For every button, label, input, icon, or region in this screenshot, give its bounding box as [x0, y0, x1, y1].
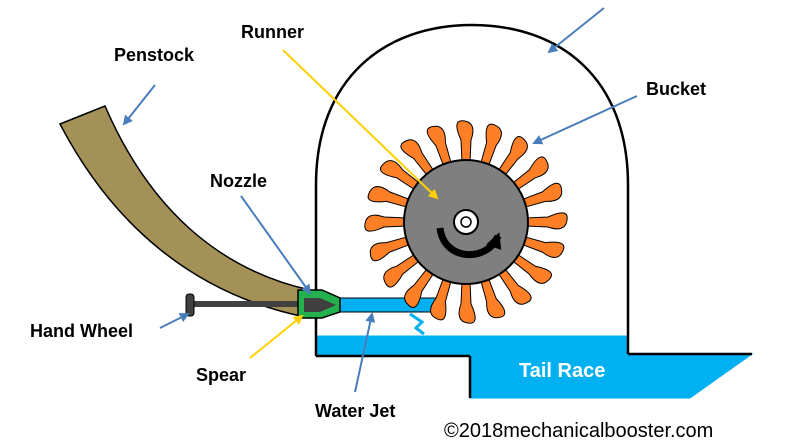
bucket	[511, 253, 552, 284]
bucket	[367, 186, 411, 208]
turbine-casing	[314, 23, 752, 398]
water-splash	[409, 312, 425, 336]
bucket	[511, 156, 549, 191]
rotation-arrow	[436, 227, 502, 259]
bucket	[521, 236, 565, 258]
runner-hub-hole	[460, 216, 472, 228]
tail-race-label: Tail Race	[519, 360, 605, 382]
bucket	[480, 123, 502, 167]
copyright-text: ©2018mechanicalbooster.com	[444, 420, 713, 442]
spear-pointer	[249, 314, 304, 359]
water-jet	[337, 297, 439, 313]
bucket	[525, 212, 568, 230]
water-jet-pointer	[354, 312, 376, 393]
runner-label: Runner	[241, 22, 304, 42]
bucket	[521, 182, 563, 208]
bucket	[458, 281, 476, 324]
hand-wheel	[185, 293, 195, 317]
bucket	[497, 267, 532, 305]
bucket	[383, 253, 421, 288]
penstock-pipe	[58, 105, 311, 319]
bucket	[400, 139, 435, 177]
bucket	[364, 214, 407, 232]
hand-wheel-pointer	[159, 313, 190, 329]
penstock-label: Penstock	[114, 45, 195, 65]
bucket-label: Bucket	[646, 79, 706, 99]
spear-tip	[304, 298, 336, 312]
penstock-pointer	[122, 84, 156, 126]
bucket	[497, 136, 528, 177]
bucket	[430, 277, 452, 321]
bucket	[380, 160, 421, 191]
spear-label: Spear	[196, 365, 246, 385]
bucket	[456, 120, 474, 163]
bucket	[404, 267, 435, 308]
hand-wheel-label: Hand Wheel	[30, 321, 133, 341]
bucket	[369, 236, 411, 262]
buckets-group	[364, 120, 568, 324]
bucket	[426, 125, 452, 167]
runner-pointer	[282, 49, 439, 200]
bucket-pointer	[532, 95, 638, 145]
nozzle-label: Nozzle	[210, 171, 267, 191]
water-jet-label: Water Jet	[315, 401, 395, 421]
nozzle-pointer	[240, 195, 312, 295]
casing-pointer	[547, 7, 605, 54]
bucket	[480, 277, 506, 319]
